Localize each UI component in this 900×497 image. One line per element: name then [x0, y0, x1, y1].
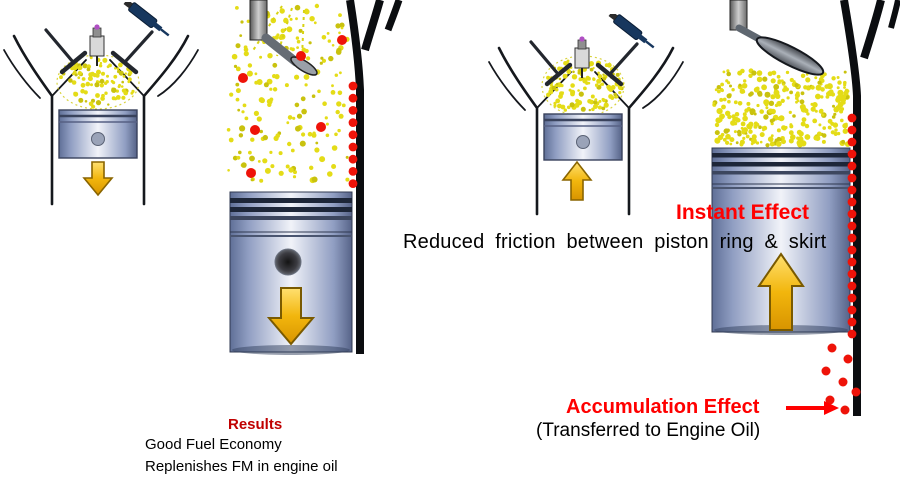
accumulation-effect-label: Accumulation Effect — [566, 396, 760, 418]
fuel-mist — [59, 56, 135, 109]
fuel-injector-icon — [608, 14, 655, 49]
engine-compression-stroke-diagram — [488, 14, 684, 216]
piston-motion-down-arrow-icon — [266, 287, 316, 346]
wrist-pin-hole — [274, 248, 302, 276]
results-item: Good Fuel Economy — [145, 436, 282, 453]
accumulation-sub-label: (Transferred to Engine Oil) — [536, 420, 761, 441]
fuel-mist — [712, 68, 851, 148]
intake-valve-icon — [44, 28, 88, 75]
cylinder-wall — [346, 0, 403, 354]
cylinder-wall — [840, 0, 900, 416]
piston-closeup-compression — [711, 0, 900, 416]
piston — [229, 191, 353, 355]
spark-plug-icon — [89, 24, 105, 66]
cylinder-wall — [3, 34, 199, 206]
fm-droplet-column — [348, 81, 358, 189]
piston-motion-down-arrow-icon — [82, 161, 114, 197]
piston-closeup-intake — [226, 0, 403, 355]
exhaust-valve-icon — [110, 30, 154, 75]
intake-valve-icon — [529, 40, 573, 87]
valve-icon — [249, 0, 318, 76]
fm-droplet-column — [847, 113, 857, 339]
fm-droplets-scattered — [238, 35, 347, 178]
piston — [711, 147, 851, 335]
piston — [58, 109, 138, 159]
piston-motion-up-arrow-icon — [757, 252, 805, 331]
fuel-injector-icon — [123, 2, 170, 37]
results-item: Replenishes FM in engine oil — [145, 458, 338, 475]
results-heading: Results — [228, 416, 283, 433]
friction-note: Reduced friction between piston ring & s… — [403, 231, 827, 253]
fuel-mist — [226, 3, 350, 184]
piston-motion-up-arrow-icon — [561, 160, 593, 201]
piston — [543, 113, 623, 161]
falling-fm-droplets — [821, 343, 861, 415]
valve-icon — [729, 0, 825, 76]
engine-intake-stroke-diagram — [3, 2, 199, 206]
accumulation-pointer-arrow-icon — [786, 401, 839, 415]
instant-effect-label: Instant Effect — [676, 201, 810, 224]
exhaust-valve-icon — [595, 42, 639, 87]
spark-plug-icon — [574, 36, 590, 78]
